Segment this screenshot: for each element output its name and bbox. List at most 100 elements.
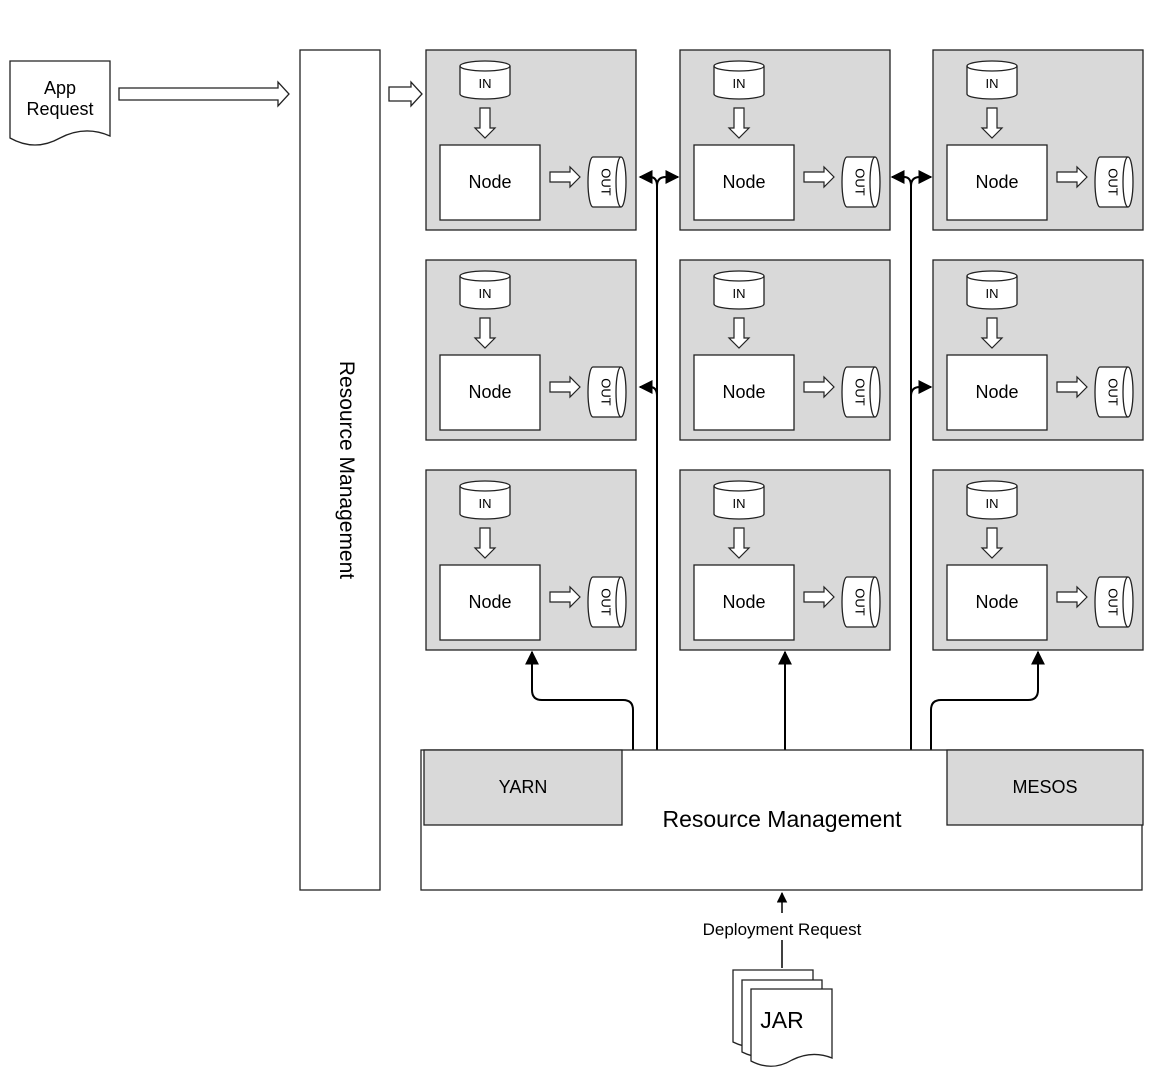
output-label: OUT (599, 168, 614, 196)
output-cylinder-icon: OUT (841, 366, 881, 418)
node-box (439, 564, 541, 641)
output-cylinder-icon: OUT (841, 156, 881, 208)
node-box (946, 564, 1048, 641)
resource-management-box: YARN MESOS Resource Management (420, 749, 1144, 891)
input-cylinder-icon: IN (459, 270, 511, 310)
node-panel: IN Node OUT (425, 469, 637, 651)
right-arrow-icon (1056, 375, 1088, 399)
output-label: OUT (1106, 168, 1121, 196)
input-label: IN (986, 286, 999, 301)
output-label: OUT (599, 378, 614, 406)
jar-label: JAR (760, 1007, 803, 1033)
connector-left-mid (638, 380, 658, 397)
input-cylinder-icon: IN (459, 60, 511, 100)
output-cylinder-icon: OUT (587, 156, 627, 208)
output-cylinder-icon: OUT (1094, 156, 1134, 208)
connector-left-top-right (656, 170, 680, 187)
down-arrow-icon (727, 107, 751, 139)
node-box (439, 354, 541, 431)
node-panel: IN Node OUT (932, 259, 1144, 441)
input-cylinder-icon: IN (966, 60, 1018, 100)
output-cylinder-icon: OUT (587, 576, 627, 628)
connector-to-bottom-right (930, 650, 1045, 750)
app-request-label-2: Request (26, 99, 93, 119)
mesos-label: MESOS (1012, 777, 1077, 797)
node-box (946, 354, 1048, 431)
node-panel: IN Node OUT (425, 49, 637, 231)
input-label: IN (733, 496, 746, 511)
node-label: Node (468, 382, 511, 402)
jar-documents: JAR (732, 969, 833, 1067)
input-label: IN (986, 496, 999, 511)
input-label: IN (733, 286, 746, 301)
connectors (525, 170, 1045, 750)
output-label: OUT (853, 168, 868, 196)
input-cylinder-icon: IN (713, 60, 765, 100)
input-label: IN (479, 496, 492, 511)
connector-to-bottom-left (525, 650, 634, 750)
resource-management-sidebar: Resource Management (299, 49, 381, 891)
right-arrow-icon (803, 585, 835, 609)
sidebar-to-cluster-arrow (388, 80, 423, 108)
resource-management-sidebar-label: Resource Management (335, 361, 358, 579)
connector-right-trunk (890, 170, 912, 750)
down-arrow-icon (980, 527, 1004, 559)
node-box (439, 144, 541, 221)
yarn-box (423, 749, 623, 826)
down-arrow-icon (473, 107, 497, 139)
node-panel: IN Node OUT (932, 49, 1144, 231)
node-label: Node (975, 592, 1018, 612)
down-arrow-icon (980, 107, 1004, 139)
input-cylinder-icon: IN (966, 480, 1018, 520)
input-cylinder-icon: IN (459, 480, 511, 520)
connector-right-top-right (910, 170, 933, 187)
node-panel: IN Node OUT (679, 49, 891, 231)
node-label: Node (722, 382, 765, 402)
input-cylinder-icon: IN (713, 270, 765, 310)
input-cylinder-icon: IN (966, 270, 1018, 310)
down-arrow-icon (980, 317, 1004, 349)
right-arrow-icon (803, 375, 835, 399)
node-panel: IN Node OUT (679, 259, 891, 441)
mesos-box (946, 749, 1144, 826)
output-cylinder-icon: OUT (1094, 366, 1134, 418)
down-arrow-icon (727, 317, 751, 349)
node-box (693, 564, 795, 641)
output-label: OUT (599, 588, 614, 616)
resource-management-main-label: Resource Management (662, 806, 902, 832)
node-label: Node (468, 172, 511, 192)
deployment-request: Deployment Request (703, 891, 862, 968)
node-label: Node (975, 172, 1018, 192)
output-cylinder-icon: OUT (1094, 576, 1134, 628)
node-box (693, 144, 795, 221)
app-request-document: App Request (9, 60, 111, 146)
right-arrow-icon (1056, 585, 1088, 609)
input-cylinder-icon: IN (713, 480, 765, 520)
right-arrow-icon (803, 165, 835, 189)
node-panel: IN Node OUT (425, 259, 637, 441)
right-arrow-icon (549, 375, 581, 399)
node-label: Node (722, 172, 765, 192)
app-request-arrow (118, 80, 290, 108)
app-request-label-1: App (44, 78, 76, 98)
down-arrow-icon (473, 317, 497, 349)
output-label: OUT (853, 588, 868, 616)
input-label: IN (479, 76, 492, 91)
yarn-label: YARN (499, 777, 548, 797)
connector-right-mid (910, 380, 933, 397)
deployment-request-label: Deployment Request (703, 920, 862, 939)
input-label: IN (733, 76, 746, 91)
input-label: IN (986, 76, 999, 91)
input-label: IN (479, 286, 492, 301)
node-box (693, 354, 795, 431)
output-label: OUT (853, 378, 868, 406)
right-arrow-icon (549, 165, 581, 189)
down-arrow-icon (727, 527, 751, 559)
down-arrow-icon (473, 527, 497, 559)
output-cylinder-icon: OUT (587, 366, 627, 418)
node-label: Node (975, 382, 1018, 402)
node-box (946, 144, 1048, 221)
node-label: Node (468, 592, 511, 612)
